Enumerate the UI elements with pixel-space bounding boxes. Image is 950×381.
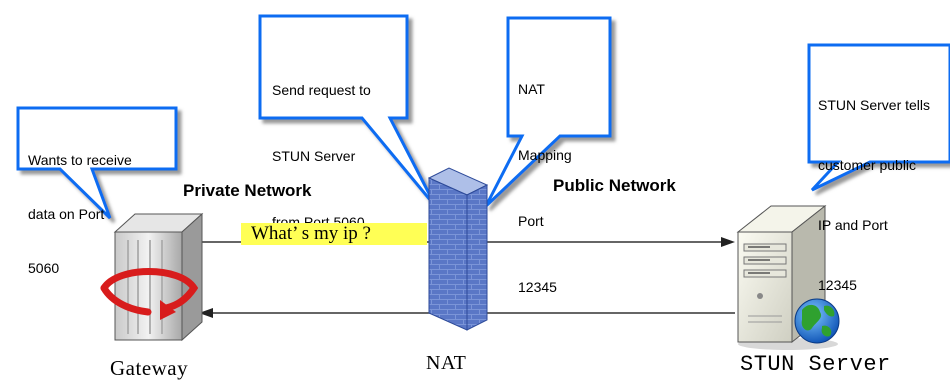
callout-stun	[807, 43, 950, 192]
gateway-label: Gateway	[110, 356, 189, 380]
private-network-label: Private Network	[183, 181, 312, 200]
stun-server-icon	[736, 204, 838, 350]
nat-firewall-icon	[427, 167, 489, 331]
callout-mapping	[484, 16, 612, 208]
callout-mapping-text: NAT Mapping Port 12345	[518, 34, 572, 320]
callout-request-text: Send request to STUN Server from Port 50…	[272, 35, 371, 255]
callout-gateway-line: data on Port	[28, 206, 105, 222]
callout-gateway	[16, 106, 178, 220]
callout-request-line: STUN Server	[272, 148, 356, 164]
callout-gateway-line: 5060	[28, 260, 60, 276]
whats-my-ip-label: What’ s my ip ?	[241, 223, 427, 245]
response-arrow	[199, 308, 735, 318]
callout-gateway-text: Wants to receive data on Port 5060	[28, 115, 132, 295]
callout-gateway-line: Wants to receive	[28, 152, 132, 168]
callout-mapping-line: Mapping	[518, 147, 572, 163]
callout-request	[258, 14, 438, 208]
callout-stun-line: customer public	[818, 157, 917, 173]
globe-icon	[794, 298, 840, 344]
nat-label: NAT	[426, 352, 467, 374]
public-network-label: Public Network	[553, 176, 676, 195]
callout-stun-line: STUN Server tells	[818, 97, 931, 113]
callout-mapping-line: NAT	[518, 81, 545, 97]
callout-stun-line: IP and Port	[818, 217, 888, 233]
callout-stun-line: 12345	[818, 277, 857, 293]
callout-request-line: Send request to	[272, 82, 371, 98]
stun-server-label: STUN Server	[740, 352, 891, 377]
gateway-server-icon	[100, 212, 204, 342]
callout-stun-text: STUN Server tells customer public IP and…	[818, 55, 930, 315]
callout-mapping-line: 12345	[518, 279, 557, 295]
callout-mapping-line: Port	[518, 213, 544, 229]
